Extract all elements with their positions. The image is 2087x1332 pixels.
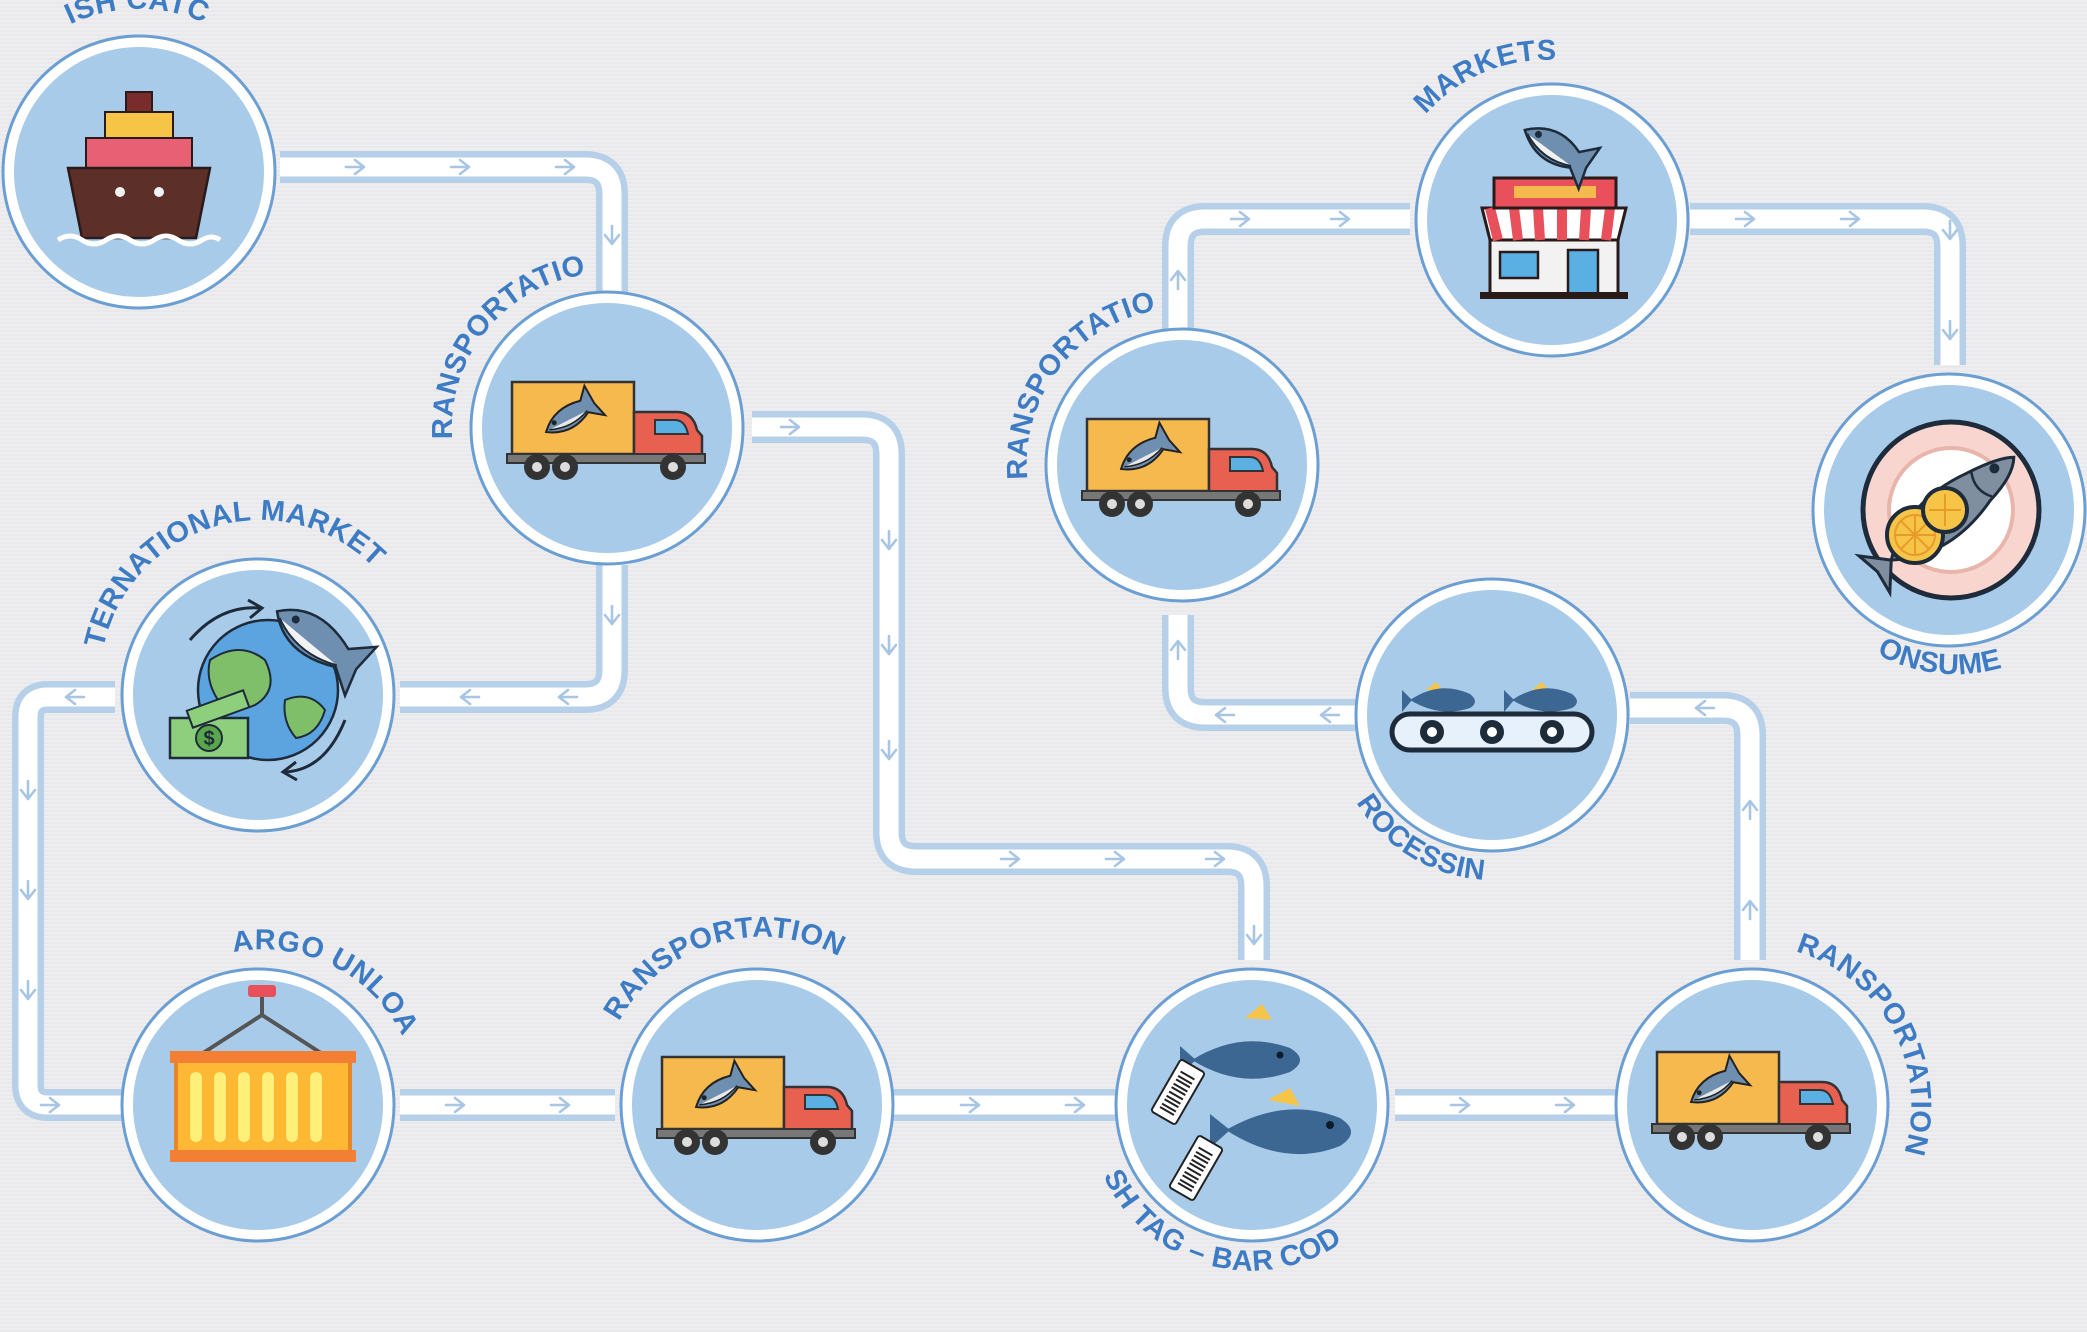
conveyor-belt-fish-icon (1389, 682, 1595, 753)
tagged-fish-icon (1150, 1004, 1351, 1201)
cargo-container-icon (170, 985, 356, 1162)
svg-text:$: $ (203, 728, 214, 750)
label-fish-catch: FISH CATCH (0, 0, 214, 31)
ship-icon (56, 91, 222, 247)
track-network (12, 151, 1966, 1121)
fish-plate-icon (1854, 419, 2042, 601)
globe-money-fish-icon: $ (168, 598, 380, 782)
node-fish-catch: FISH CATCH (0, 0, 277, 310)
flow-arrows (19, 158, 1959, 1114)
market-stall-icon (1480, 127, 1628, 299)
node-markets: MARKETS (1408, 35, 1690, 358)
